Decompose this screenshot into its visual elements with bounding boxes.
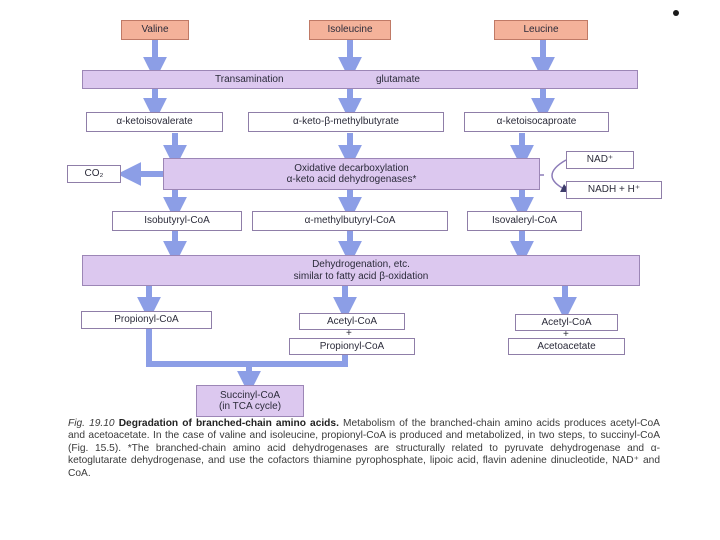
leucine-box: Leucine [494, 20, 588, 40]
figure-title: Degradation of branched-chain amino acid… [118, 418, 339, 429]
glutamate-label: glutamate [376, 73, 420, 85]
leucine-product-acetoacetate: Acetoacetate [508, 338, 625, 355]
dehydrogenation-box: Dehydrogenation, etc. similar to fatty a… [82, 255, 640, 286]
nad-box: NAD⁺ [566, 151, 634, 169]
valine-product-propionyl: Propionyl-CoA [81, 311, 212, 329]
succinyl-line1: Succinyl-CoA [219, 389, 281, 401]
figure-body: Metabolism of the branched-chain amino a… [68, 418, 660, 479]
oxidative-line2: α-keto acid dehydrogenases* [286, 174, 417, 185]
keto-acid-1: α-ketoisovalerate [86, 112, 223, 132]
figure-caption: Fig. 19.10 Degradation of branched-chain… [68, 418, 660, 480]
valine-box: Valine [121, 20, 189, 40]
keto-acid-2: α-keto-β-methylbutyrate [248, 112, 444, 132]
acyl-coa-1: Isobutyryl-CoA [112, 211, 242, 231]
dehydrogenation-line2: similar to fatty acid β-oxidation [293, 270, 429, 282]
isoleucine-product-acetyl: Acetyl-CoA [299, 313, 405, 330]
leucine-product-acetyl: Acetyl-CoA [515, 314, 618, 331]
acyl-coa-3: Isovaleryl-CoA [467, 211, 582, 231]
oxidative-line1: Oxidative decarboxylation [294, 162, 409, 174]
succinyl-coa-box: Succinyl-CoA (in TCA cycle) [196, 385, 304, 417]
dehydrogenation-line1: Dehydrogenation, etc. [312, 259, 410, 270]
plus-sign-1: + [346, 328, 352, 339]
isoleucine-product-propionyl: Propionyl-CoA [289, 338, 415, 355]
bullet-dot [673, 10, 679, 16]
transamination-box: Transamination glutamate [82, 70, 638, 89]
isoleucine-box: Isoleucine [309, 20, 391, 40]
arrow-nad-curve [551, 159, 571, 193]
transamination-label: Transamination [215, 73, 284, 85]
plus-sign-2: + [563, 329, 569, 340]
arrow-succ-right [251, 354, 348, 367]
arrow-succ-left [146, 329, 261, 395]
co2-box: CO₂ [67, 165, 121, 183]
figure-number: Fig. 19.10 [68, 418, 115, 429]
keto-acid-3: α-ketoisocaproate [464, 112, 609, 132]
acyl-coa-2: α-methylbutyryl-CoA [252, 211, 448, 231]
oxidative-decarboxylation-box: Oxidative decarboxylation α-keto acid de… [163, 158, 540, 190]
succinyl-line2: (in TCA cycle) [218, 401, 282, 412]
nadh-box: NADH + H⁺ [566, 181, 662, 199]
